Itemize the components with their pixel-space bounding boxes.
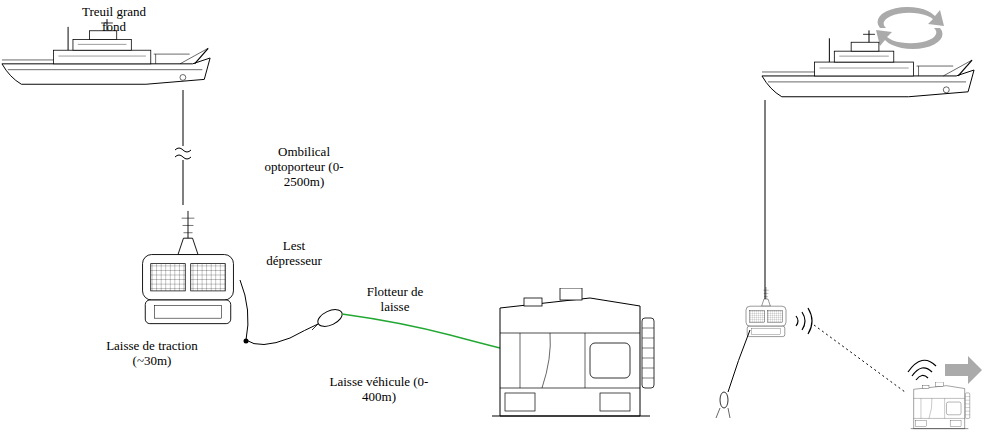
float-label: Flotteur de laisse	[355, 284, 435, 314]
umbilical	[183, 90, 184, 146]
vehicle-tether-label-text: Laisse véhicule (0-400m)	[330, 374, 429, 404]
depressor-label-text: Lest dépresseur	[266, 238, 322, 268]
vehicle-tether-label: Laisse véhicule (0-400m)	[318, 374, 440, 404]
umbilical-label: Ombilical optoporteur (0-2500m)	[262, 144, 346, 189]
ship	[762, 30, 974, 96]
motion-arrow	[945, 356, 982, 384]
winch-label: Treuil grand fond	[78, 4, 150, 34]
winch-label-text: Treuil grand fond	[82, 4, 146, 34]
depressor-weight	[746, 287, 786, 337]
rov-vehicle	[911, 382, 970, 429]
traction-tether-label-text: Laisse de traction (~30m)	[106, 338, 198, 368]
rotation-arrows	[876, 7, 944, 49]
acoustic-waves	[796, 308, 936, 380]
depressor-weight	[143, 211, 234, 324]
traction-tether-label: Laisse de traction (~30m)	[92, 338, 212, 368]
umbilical	[765, 100, 766, 300]
tether-float	[312, 306, 345, 330]
depressor-label: Lest dépresseur	[258, 238, 330, 268]
traction-tether	[240, 280, 318, 345]
umbilical-label-text: Ombilical optoporteur (0-2500m)	[264, 144, 343, 189]
vehicle-tether	[342, 314, 500, 348]
rov-vehicle	[492, 288, 654, 416]
float-label-text: Flotteur de laisse	[367, 284, 424, 314]
